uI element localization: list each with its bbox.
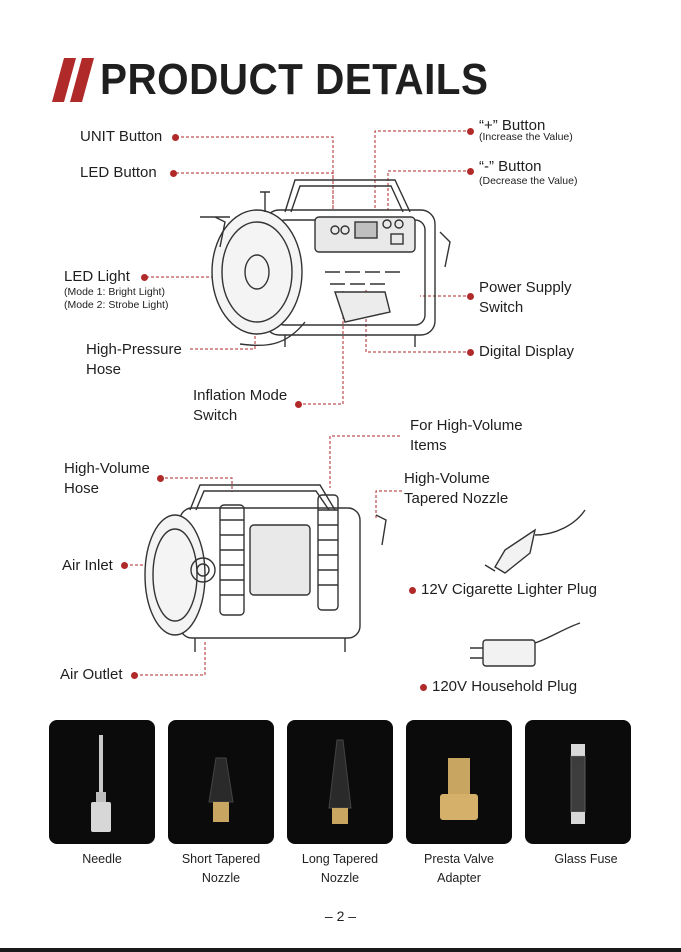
high-volume-hose-label-1: High-Volume	[64, 460, 150, 477]
tapered-nozzle-label-2: Tapered Nozzle	[404, 490, 509, 507]
callout-dot	[157, 475, 164, 482]
callout-dot	[141, 274, 148, 281]
high-volume-items-label-1: For High-Volume	[410, 417, 523, 434]
unit-button-label: UNIT Button	[80, 128, 163, 145]
callout-dot	[170, 170, 177, 177]
accessory-card-short-nozzle	[168, 720, 274, 844]
title-slash-icon	[52, 58, 94, 102]
accessory-card-long-nozzle	[287, 720, 393, 844]
high-pressure-hose-label-1: High-Pressure	[86, 341, 182, 358]
callout-dot	[172, 134, 179, 141]
callout-dot	[295, 401, 302, 408]
plus-button-note: (Increase the Value)	[479, 131, 573, 143]
plug-120v-label: 120V Household Plug	[432, 678, 578, 695]
high-pressure-hose-label-2: Hose	[86, 361, 122, 378]
long-tapered-nozzle-icon	[328, 739, 352, 824]
high-volume-hose-label-2: Hose	[64, 480, 100, 497]
power-switch-label-1: Power Supply	[479, 279, 572, 296]
presta-valve-adapter-icon	[440, 758, 478, 820]
led-light-label: LED Light	[64, 268, 130, 285]
led-button-label: LED Button	[80, 164, 157, 181]
digital-display-label: Digital Display	[479, 343, 575, 360]
power-switch-label-2: Switch	[479, 299, 524, 316]
accessory-card-needle	[49, 720, 155, 844]
accessory-label-needle: Needle	[82, 852, 122, 866]
glass-fuse-icon	[570, 744, 586, 824]
short-tapered-nozzle-icon	[208, 757, 234, 822]
callout-dot	[467, 168, 474, 175]
callout-dot	[121, 562, 128, 569]
needle-icon	[91, 735, 111, 832]
inflation-mode-label-1: Inflation Mode	[193, 387, 288, 404]
callout-dot	[467, 128, 474, 135]
minus-button-note: (Decrease the Value)	[479, 175, 578, 187]
callout-dot	[409, 587, 416, 594]
bottom-rule	[0, 948, 681, 952]
tapered-nozzle-label-1: High-Volume	[404, 470, 490, 487]
page-number: – 2 –	[324, 908, 357, 924]
inflation-mode-label-2: Switch	[193, 407, 238, 424]
accessory-label-glass-fuse: Glass Fuse	[554, 852, 618, 866]
plug-12v-label: 12V Cigarette Lighter Plug	[421, 581, 597, 598]
accessory-card-presta-adapter	[406, 720, 512, 844]
household-plug-illustration	[470, 622, 581, 667]
led-light-mode1: (Mode 1: Bright Light)	[64, 286, 165, 298]
minus-button-label: “-” Button	[479, 158, 542, 175]
compressor-rear-illustration	[144, 484, 387, 652]
accessory-card-glass-fuse	[525, 720, 631, 844]
high-volume-items-label-2: Items	[410, 437, 447, 454]
page-title: PRODUCT DETAILS	[100, 55, 489, 104]
led-light-mode2: (Mode 2: Strobe Light)	[64, 299, 169, 311]
plus-button-label: “+” Button	[479, 117, 546, 134]
cigarette-plug-illustration	[484, 509, 586, 574]
callout-dot	[131, 672, 138, 679]
callout-dot	[467, 293, 474, 300]
air-outlet-label: Air Outlet	[60, 666, 123, 683]
callout-dot	[420, 684, 427, 691]
callout-dot	[467, 349, 474, 356]
air-inlet-label: Air Inlet	[62, 557, 113, 574]
compressor-front-illustration	[200, 179, 451, 347]
